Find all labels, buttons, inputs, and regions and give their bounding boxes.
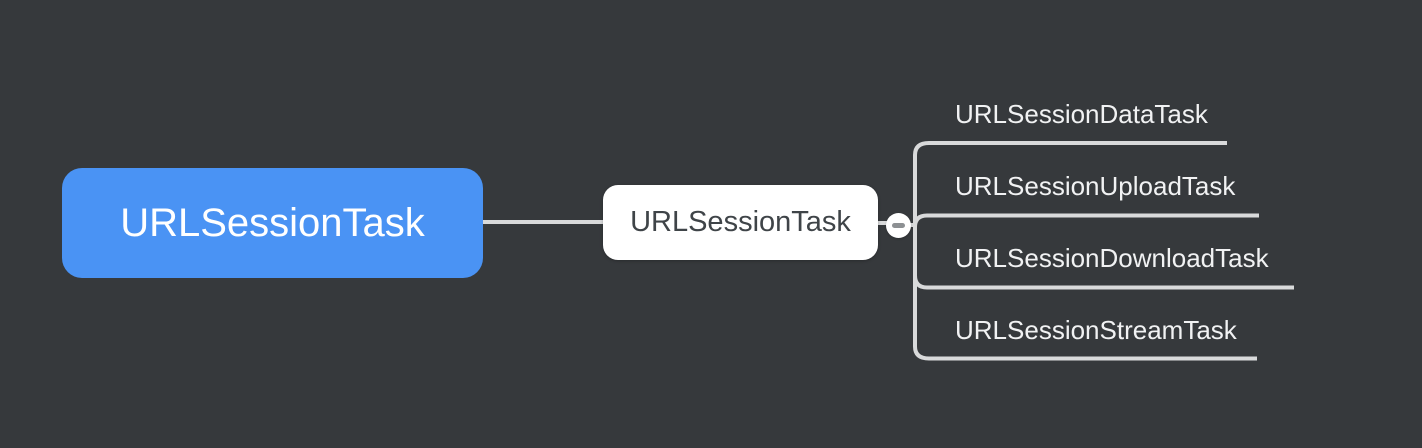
leaf-topic-uploadtask[interactable]: URLSessionUploadTask — [955, 171, 1236, 201]
minus-icon — [892, 223, 905, 228]
subtopic-label: URLSessionTask — [630, 206, 851, 238]
leaf-topic-streamtask[interactable]: URLSessionStreamTask — [955, 315, 1237, 345]
root-topic-node[interactable]: URLSessionTask — [62, 168, 483, 278]
subtopic-node[interactable]: URLSessionTask — [603, 185, 878, 260]
connector-leaf-uploadtask — [913, 213, 1259, 236]
leaf-topic-downloadtask[interactable]: URLSessionDownloadTask — [955, 243, 1269, 273]
collapse-toggle-button[interactable] — [886, 213, 911, 238]
leaf-topic-datatask[interactable]: URLSessionDataTask — [955, 99, 1208, 129]
connector-leaf-datatask — [913, 141, 1227, 168]
root-topic-label: URLSessionTask — [120, 200, 425, 245]
